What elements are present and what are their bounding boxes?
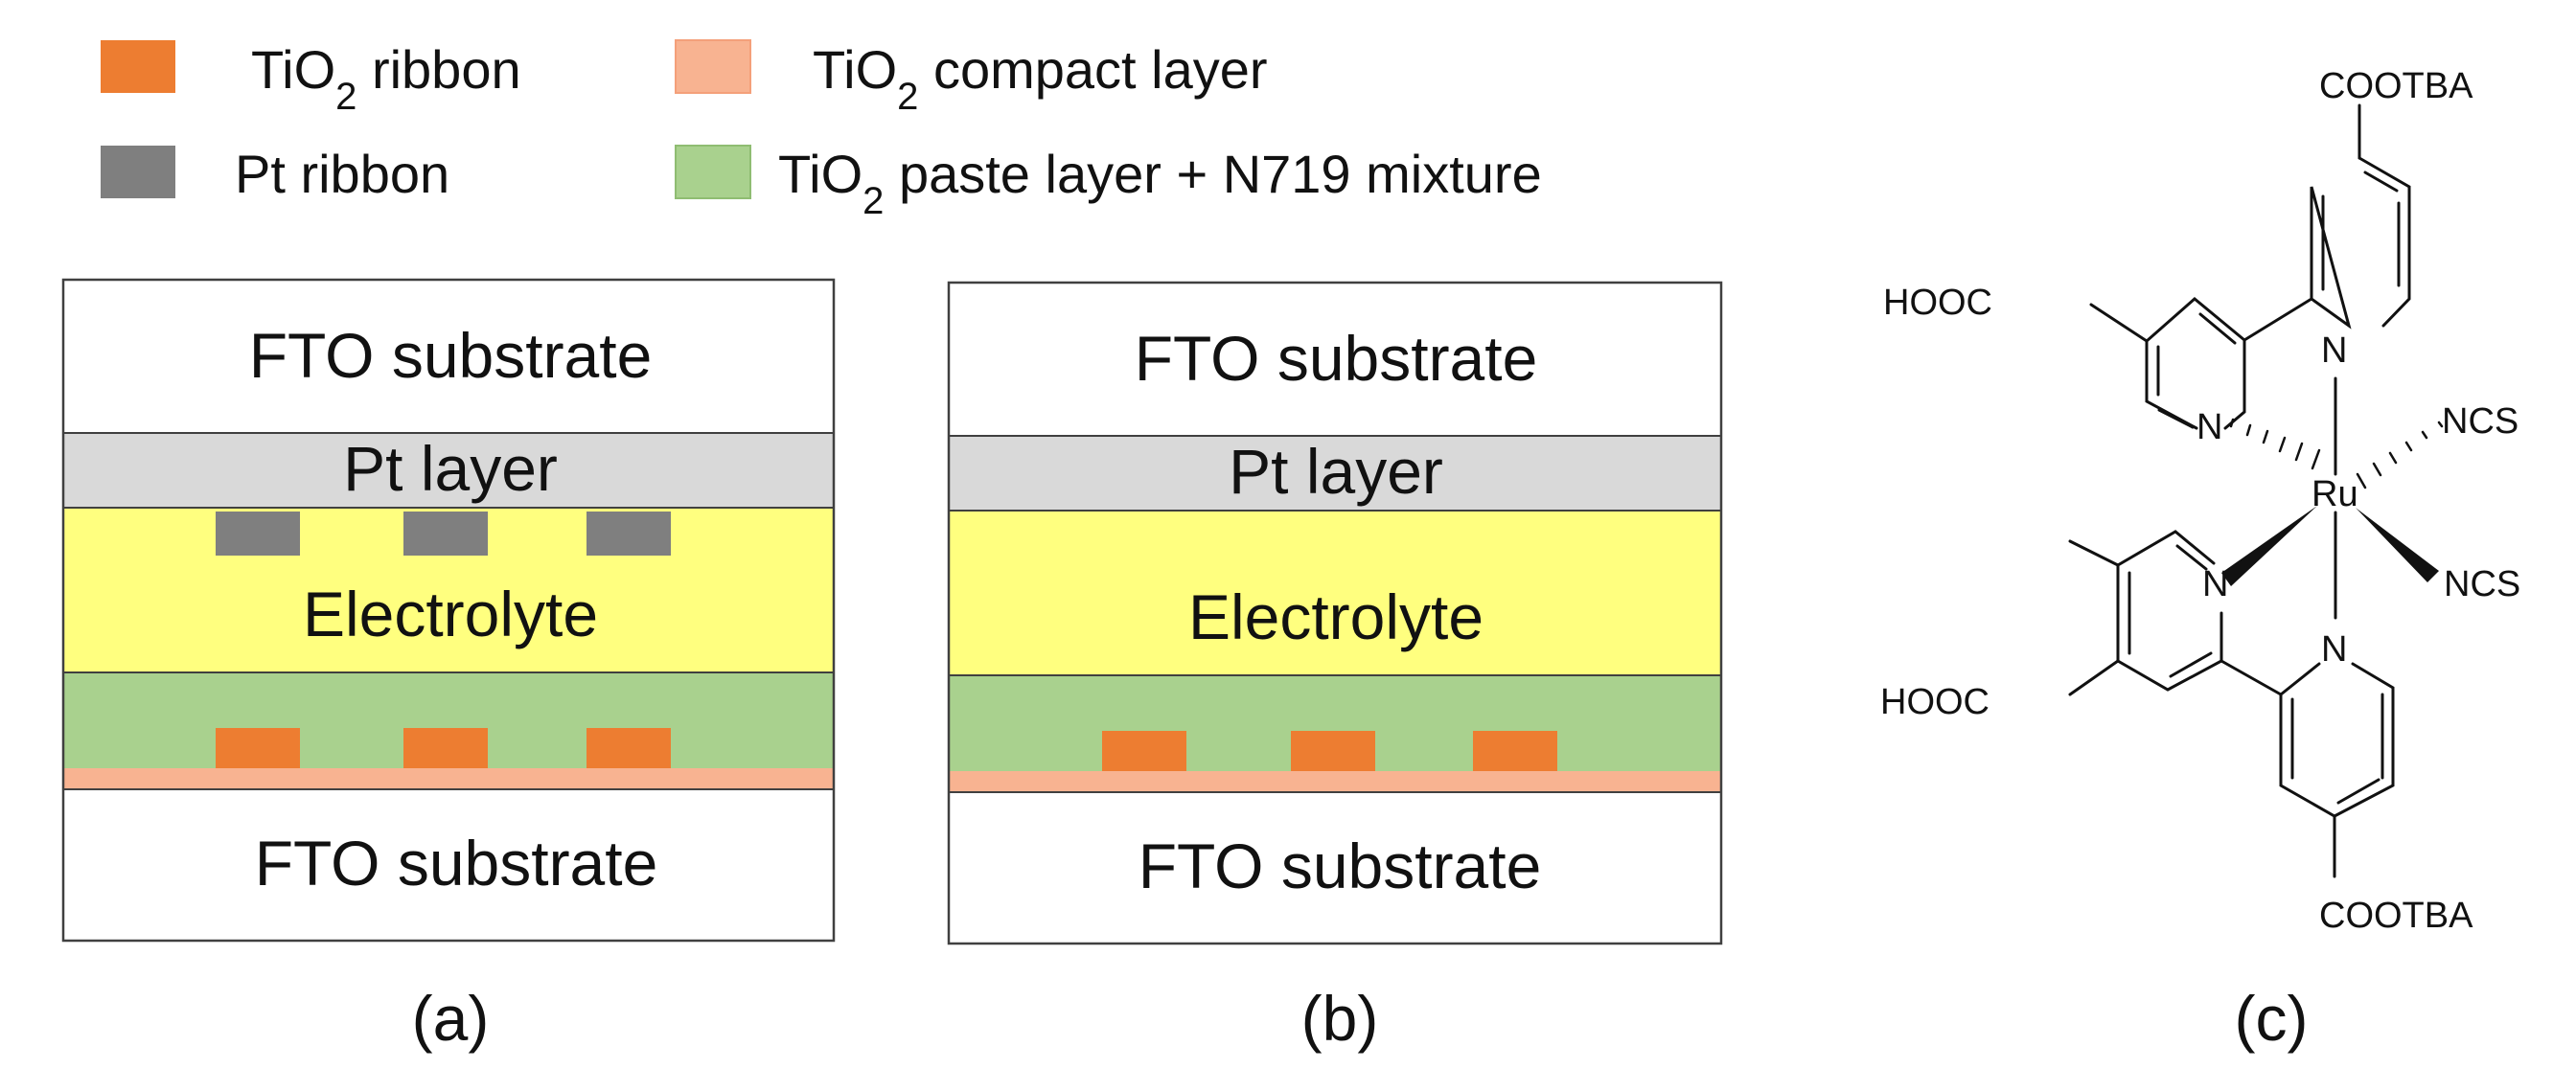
panel-a-top-substrate [63, 280, 834, 433]
label-n-lower-left: N [2202, 564, 2228, 604]
panel-a-pt-ribbon [216, 512, 300, 556]
label-ncs-upper: NCS [2442, 401, 2518, 442]
panel-a-outline [61, 278, 836, 943]
panel-c-structure [2068, 103, 2444, 878]
panel-a-top-substrate-label: FTO substrate [249, 320, 653, 391]
hashed-bond-ru-n-left [2229, 418, 2321, 470]
panel-a: FTO substrate Pt layer Electrolyte FTO s… [61, 278, 836, 1054]
bond-hooc-bottom [2068, 659, 2120, 696]
panel-b-pt-layer [949, 436, 1721, 511]
panel-a-bottom-substrate-label: FTO substrate [255, 828, 658, 899]
double-bond [2363, 171, 2399, 193]
panel-a-pt-layer-label: Pt layer [343, 433, 558, 504]
double-bond [2169, 651, 2213, 678]
panel-a-bottom-substrate [63, 789, 834, 941]
label-n-upper-left: N [2196, 407, 2222, 447]
panel-a-pt-layer [63, 433, 834, 508]
panel-b-tio2-ribbon [1473, 731, 1557, 771]
bond-hooc-top [2089, 303, 2149, 343]
panel-a-pt-ribbon [403, 512, 488, 556]
double-bond [2175, 544, 2208, 571]
panel-b-tio2-compact-layer [949, 771, 1721, 792]
legend-swatch-tio2-paste [675, 145, 751, 199]
legend-swatch-tio2-compact [675, 39, 751, 94]
label-n-lower-right: N [2321, 629, 2347, 670]
panel-b-tio2-ribbon [1102, 731, 1186, 771]
wedge-bond-ru-n-left [2221, 506, 2317, 586]
panel-a-tio2-compact-layer [63, 768, 834, 789]
ring-upper-left [2145, 297, 2246, 430]
panel-b-bottom-substrate [949, 792, 1721, 944]
panel-a-tio2-ribbon [403, 728, 488, 768]
panel-a-tio2-ribbon [586, 728, 671, 768]
label-ncs-lower: NCS [2444, 564, 2520, 604]
panel-a-caption: (a) [412, 983, 490, 1054]
panel-a-electrolyte-label: Electrolyte [303, 579, 598, 649]
panel-b-top-substrate-label: FTO substrate [1135, 323, 1538, 394]
panel-c-labels: COOTBA HOOC N N NCS Ru N NCS N HOOC COOT… [1880, 66, 2520, 1054]
legend-label-tio2-ribbon: TiO2 ribbon [251, 39, 521, 118]
ring-lower-right [2279, 662, 2395, 818]
wedge-bond-ru-ncs-lower [2356, 508, 2439, 582]
label-ru: Ru [2312, 474, 2358, 514]
panel-b-top-substrate [949, 283, 1721, 436]
panel-b-outline [947, 281, 1723, 945]
ring-upper-right [2310, 156, 2411, 330]
bond-bipy-lower [2220, 659, 2283, 696]
ring-lower-left [2116, 530, 2223, 692]
double-bond [2157, 408, 2195, 429]
panel-b-tio2-ribbon [1291, 731, 1375, 771]
legend-label-tio2-compact: TiO2 compact layer [813, 39, 1268, 118]
legend-label-tio2-paste: TiO2 paste layer + N719 mixture [778, 144, 1542, 222]
legend-label-pt-ribbon: Pt ribbon [235, 144, 449, 204]
double-bond [2198, 312, 2237, 345]
legend: TiO2 ribbon TiO2 compact layer Pt ribbon… [101, 39, 1542, 222]
double-bond [2336, 778, 2380, 805]
panel-c-caption: (c) [2235, 983, 2309, 1054]
panel-b-pt-layer-label: Pt layer [1229, 436, 1443, 507]
label-hooc-bottom: HOOC [1880, 682, 1990, 722]
hashed-bond-ru-ncs-upper [2356, 421, 2444, 489]
panel-b: FTO substrate Pt layer Electrolyte FTO s… [947, 281, 1723, 1054]
panel-b-electrolyte [949, 511, 1721, 675]
bond-methyl [2068, 539, 2120, 567]
label-cootba-bottom: COOTBA [2319, 896, 2473, 936]
label-cootba-top: COOTBA [2319, 66, 2473, 106]
label-n-upper-right: N [2321, 330, 2347, 371]
legend-swatch-tio2-ribbon [101, 40, 175, 93]
panel-b-caption: (b) [1301, 983, 1379, 1054]
label-hooc-top: HOOC [1883, 283, 1992, 323]
legend-swatch-pt-ribbon [101, 146, 175, 198]
panel-b-bottom-substrate-label: FTO substrate [1138, 830, 1542, 901]
bond-bipy-upper [2242, 297, 2313, 342]
panel-a-tio2-ribbon [216, 728, 300, 768]
panel-a-pt-ribbon [586, 512, 671, 556]
panel-b-electrolyte-label: Electrolyte [1188, 581, 1484, 652]
